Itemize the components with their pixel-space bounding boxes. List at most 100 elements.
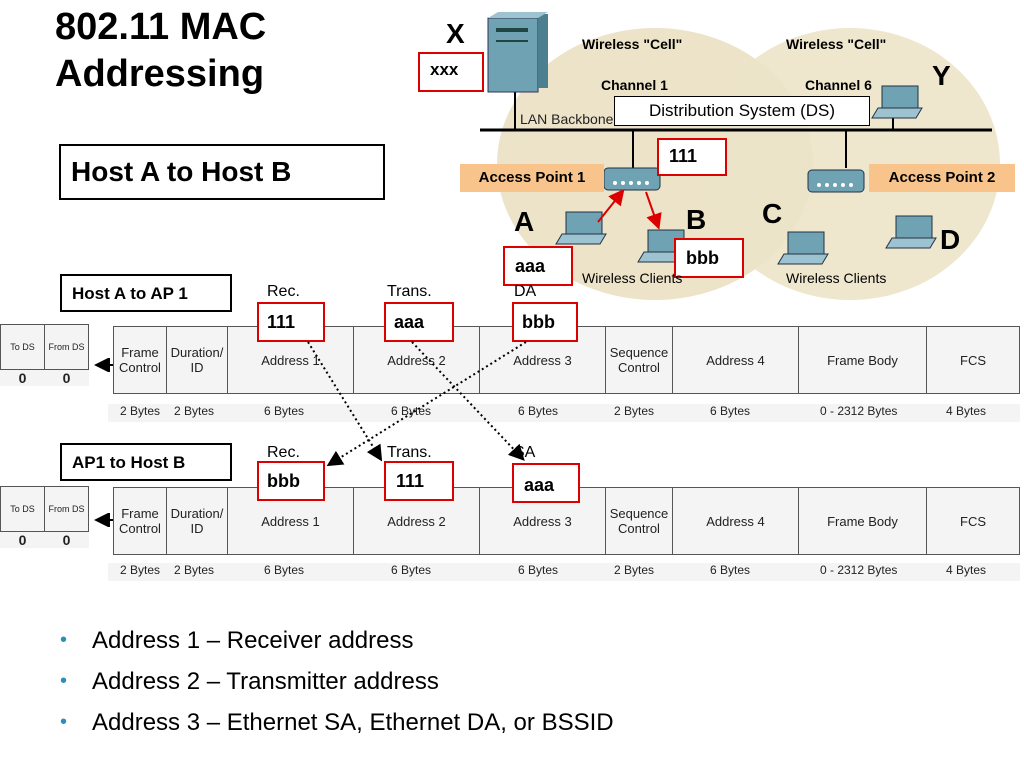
size-fcs: 4 Bytes bbox=[946, 563, 987, 577]
frame2-addr3-box: aaa bbox=[512, 463, 580, 503]
frame1-da: DA bbox=[514, 283, 537, 300]
cell-2-label: Wireless "Cell" bbox=[786, 36, 887, 52]
bullet-dot-icon: • bbox=[60, 670, 68, 692]
frame2-body: Frame Body bbox=[798, 487, 927, 555]
frame2-ds-bits: To DS From DS 0 0 bbox=[0, 486, 89, 548]
frame2-addr3-value: aaa bbox=[524, 475, 555, 495]
size-a4: 6 Bytes bbox=[710, 563, 751, 577]
frame2-from-ds-header: From DS bbox=[44, 486, 89, 532]
channel-1-label: Channel 1 bbox=[601, 77, 668, 93]
frame1-to-ds-header: To DS bbox=[0, 324, 45, 370]
lan-label: LAN Backbone bbox=[520, 111, 614, 127]
frame2-label: AP1 to Host B bbox=[72, 453, 186, 472]
host-a-addr: aaa bbox=[515, 256, 546, 276]
ap2-label: Access Point 2 bbox=[869, 164, 1015, 192]
bullet-item: •Address 3 – Ethernet SA, Ethernet DA, o… bbox=[60, 702, 614, 743]
bullet-dot-icon: • bbox=[60, 711, 68, 733]
frame1-frame-control: Frame Control bbox=[113, 326, 167, 394]
frame1-addr1-box: 111 bbox=[257, 302, 325, 342]
ap1-addr-box: 111 bbox=[657, 138, 727, 176]
host-b-addr-box: bbb bbox=[674, 238, 744, 278]
server-icon bbox=[487, 12, 548, 93]
channel-6-label: Channel 6 bbox=[805, 77, 872, 93]
host-c-label: C bbox=[762, 198, 783, 229]
size-a3: 6 Bytes bbox=[518, 563, 559, 577]
size-seq: 2 Bytes bbox=[614, 404, 655, 418]
frame2-rec: Rec. bbox=[267, 444, 300, 461]
size-dur: 2 Bytes bbox=[174, 404, 215, 418]
frame2-addr1-value: bbb bbox=[267, 471, 300, 491]
host-b-label: B bbox=[686, 204, 707, 235]
frame1-addr3-value: bbb bbox=[522, 312, 555, 332]
cell-1-label: Wireless "Cell" bbox=[582, 36, 683, 52]
frame1-seq: Sequence Control bbox=[605, 326, 673, 394]
frame2-sa: SA bbox=[514, 444, 536, 461]
frame2-trans: Trans. bbox=[387, 444, 432, 461]
frame2-address4: Address 4 bbox=[672, 487, 799, 555]
frame1-to-ds-bit: 0 bbox=[18, 370, 27, 386]
size-a1: 6 Bytes bbox=[264, 563, 305, 577]
size-fc: 2 Bytes bbox=[120, 563, 161, 577]
page-title: 802.11 MAC Addressing bbox=[55, 4, 355, 98]
frame1-address4: Address 4 bbox=[672, 326, 799, 394]
arrow-bbb-to-rec bbox=[326, 341, 527, 467]
size-fcs: 4 Bytes bbox=[946, 404, 987, 418]
size-a4: 6 Bytes bbox=[710, 404, 751, 418]
ds-box: Distribution System (DS) bbox=[614, 96, 870, 126]
host-d-label: D bbox=[940, 224, 961, 255]
frame2-from-ds-bit: 0 bbox=[62, 532, 71, 548]
frame1-rec: Rec. bbox=[267, 283, 300, 300]
frame1-ds-bits: To DS From DS 0 0 bbox=[0, 324, 89, 386]
frame2-addr1-box: bbb bbox=[257, 461, 325, 501]
size-dur: 2 Bytes bbox=[174, 563, 215, 577]
y-label: Y bbox=[932, 60, 951, 91]
size-a2: 6 Bytes bbox=[391, 563, 432, 577]
frame1-label: Host A to AP 1 bbox=[72, 284, 188, 303]
frame1-addr2-value: aaa bbox=[394, 312, 425, 332]
arrow-a-to-ap1 bbox=[597, 188, 625, 223]
frame1-duration: Duration/ ID bbox=[166, 326, 228, 394]
frame1-addr2-box: aaa bbox=[384, 302, 454, 342]
mapping-arrows bbox=[307, 341, 527, 467]
frame1-from-ds-bit: 0 bbox=[62, 370, 71, 386]
clients-2-label: Wireless Clients bbox=[786, 270, 887, 286]
bullet-dot-icon: • bbox=[60, 629, 68, 651]
size-body: 0 - 2312 Bytes bbox=[820, 404, 898, 418]
size-fc: 2 Bytes bbox=[120, 404, 161, 418]
server-label-x: X bbox=[446, 18, 465, 49]
subtitle-box: Host A to Host B bbox=[59, 144, 385, 200]
host-a-addr-box: aaa bbox=[503, 246, 573, 286]
frame2-frame-control: Frame Control bbox=[113, 487, 167, 555]
bullet-list: •Address 1 – Receiver address •Address 2… bbox=[60, 620, 614, 743]
clients-1-label: Wireless Clients bbox=[582, 270, 683, 286]
title-line-1: 802.11 MAC bbox=[55, 6, 267, 48]
access-point-1-icon bbox=[603, 167, 661, 191]
server-addr-box: xxx bbox=[418, 52, 484, 92]
laptop-c-icon bbox=[777, 231, 829, 265]
frame2-seq: Sequence Control bbox=[605, 487, 673, 555]
ap1-addr: 111 bbox=[669, 146, 698, 166]
frame2-label-box: AP1 to Host B bbox=[60, 443, 232, 481]
frame2-addr2-box: 111 bbox=[384, 461, 454, 501]
frame1-label-box: Host A to AP 1 bbox=[60, 274, 232, 312]
size-body: 0 - 2312 Bytes bbox=[820, 563, 898, 577]
frame2-to-ds-header: To DS bbox=[0, 486, 45, 532]
bullet-item: •Address 1 – Receiver address bbox=[60, 620, 614, 661]
frame1-fcs: FCS bbox=[926, 326, 1020, 394]
frame2-duration: Duration/ ID bbox=[166, 487, 228, 555]
frame2-to-ds-bit: 0 bbox=[18, 532, 27, 548]
frame1-sizes: 2 Bytes 2 Bytes 6 Bytes 6 Bytes 6 Bytes … bbox=[108, 404, 1020, 422]
bullet-item: •Address 2 – Transmitter address bbox=[60, 661, 614, 702]
size-a2: 6 Bytes bbox=[391, 404, 432, 418]
size-seq: 2 Bytes bbox=[614, 563, 655, 577]
server-addr: xxx bbox=[430, 60, 459, 79]
laptop-y-icon bbox=[871, 85, 923, 119]
frame2-addr2-value: 111 bbox=[396, 471, 425, 491]
frame2-fcs: FCS bbox=[926, 487, 1020, 555]
frame1-addr3-box: bbb bbox=[512, 302, 578, 342]
ap1-label: Access Point 1 bbox=[460, 164, 604, 192]
arrow-aaa-to-sa bbox=[411, 341, 525, 461]
host-b-addr: bbb bbox=[686, 248, 719, 268]
frame2-sizes: 2 Bytes 2 Bytes 6 Bytes 6 Bytes 6 Bytes … bbox=[108, 563, 1020, 581]
ds-label: Distribution System (DS) bbox=[648, 101, 836, 120]
